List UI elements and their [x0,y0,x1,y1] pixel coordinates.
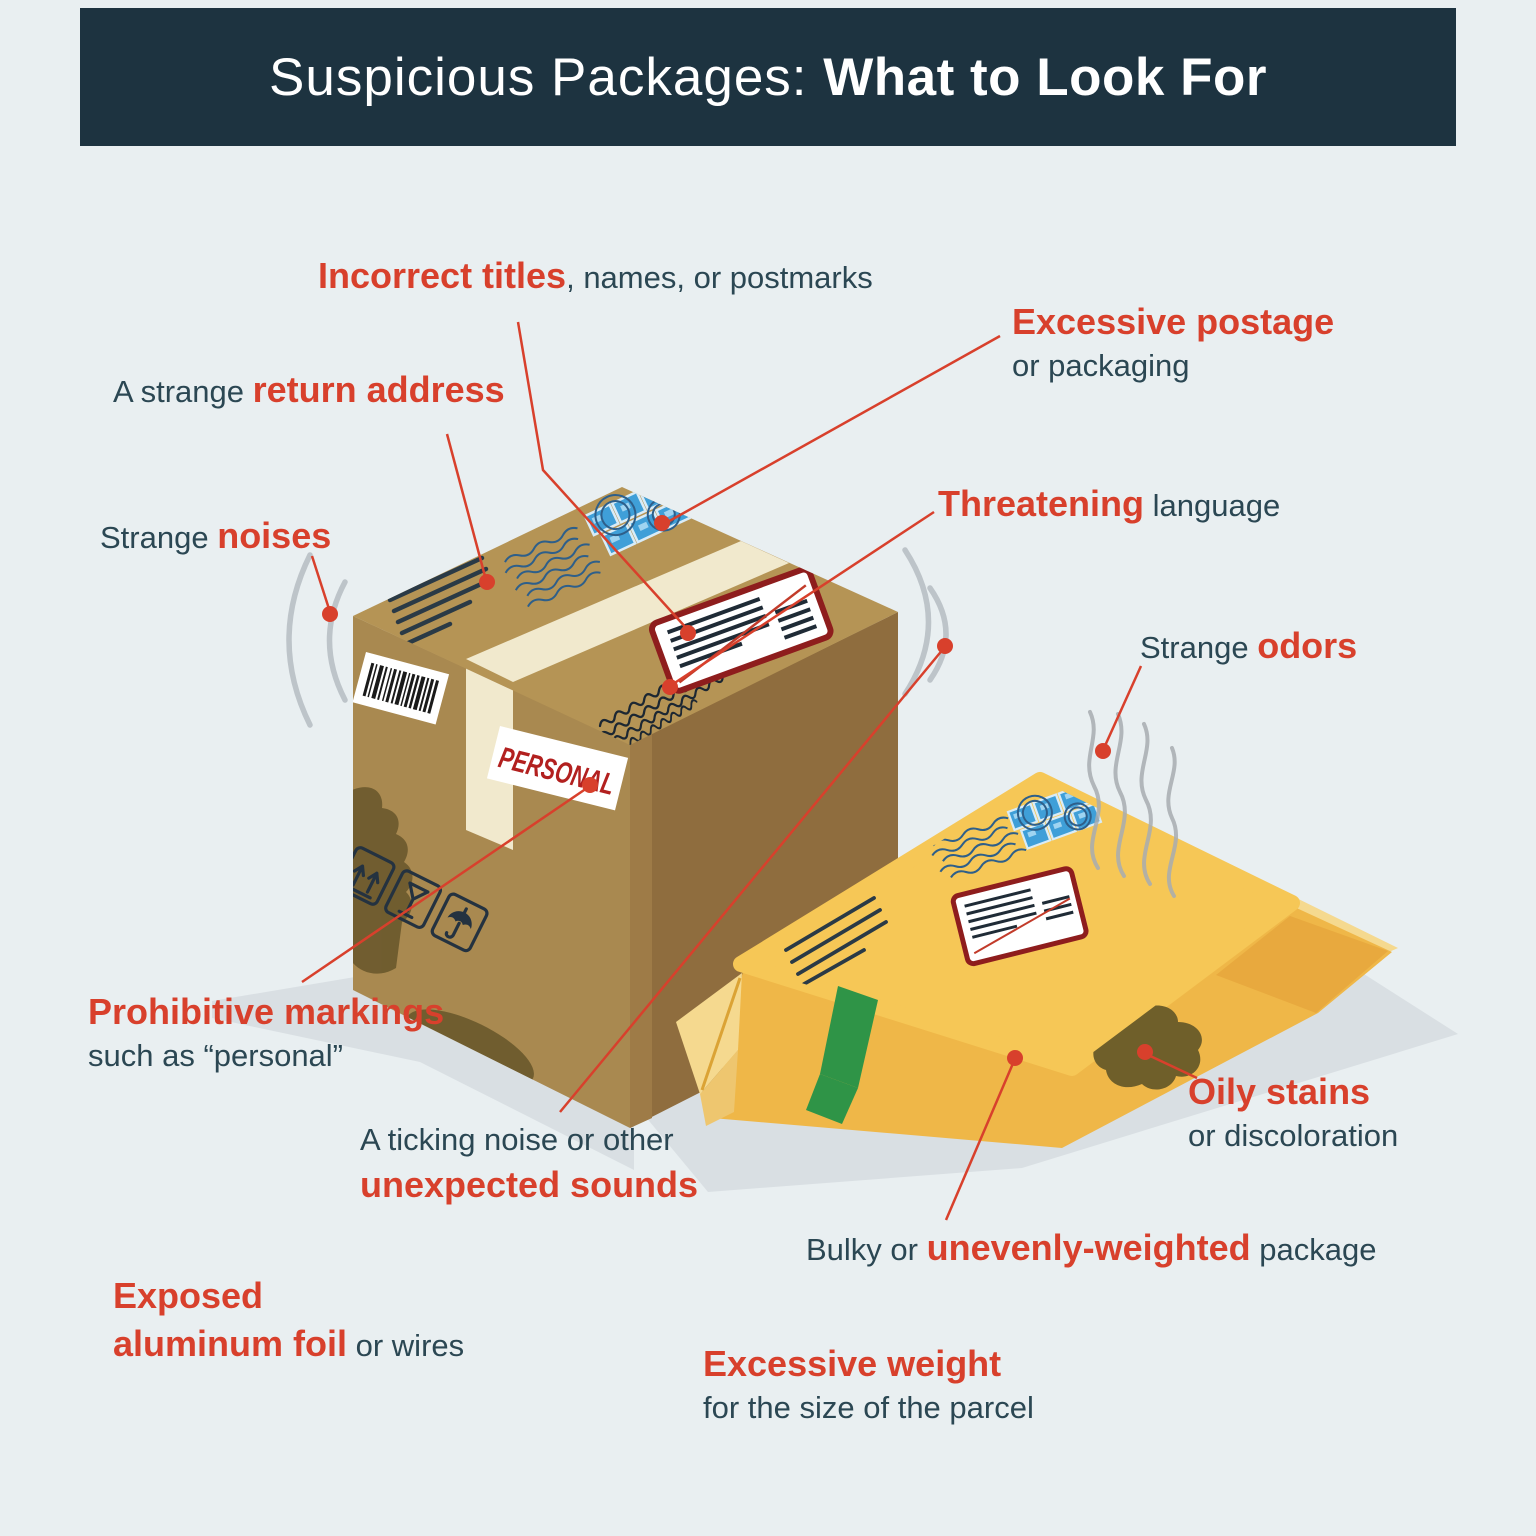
connector-prohibitive [301,784,591,984]
connector-unexpected-sounds [559,647,945,1113]
packing-tape [466,541,789,682]
return-address-marks [387,555,493,647]
shipping-care-icons [353,846,489,953]
keep-dry-umbrella-icon [430,892,489,953]
connector-oily-stains [1145,1052,1198,1080]
green-tape [806,986,878,1124]
connector-strange-noises [310,555,332,613]
connector-return-address [445,433,488,581]
connector-incorrect-titles [516,321,689,631]
barcode-sticker [353,652,450,725]
packing-tape [466,659,513,850]
connector-strange-odors [1102,665,1143,749]
connector-lines [301,321,1198,1221]
sound-wave-icon [902,547,949,697]
connector-threatening [669,510,935,688]
sound-wave-icon [286,552,348,728]
address-label [648,566,834,694]
address-marks [784,896,888,986]
envelope-fold [676,973,742,1126]
this-side-up-icon [353,846,396,906]
fragile-glass-icon [384,869,443,930]
connector-dots [322,515,1153,1066]
padded-envelope [676,772,1398,1148]
postage-stamps [502,487,692,611]
connector-bulky [944,1060,1016,1221]
cardboard-box: PERSONAL [353,487,898,1128]
odor-lines-icon [1087,710,1179,898]
address-label [950,866,1089,967]
connector-excessive-postage [663,334,1001,526]
